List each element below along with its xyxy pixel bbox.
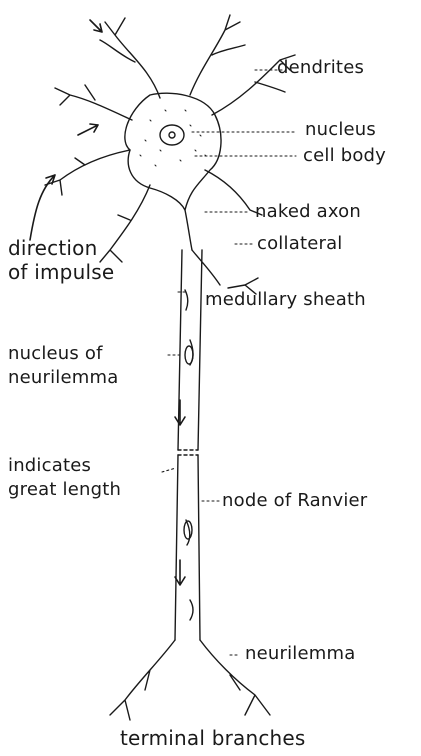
dendrites [45, 15, 295, 262]
label-direction-line1: direction [8, 238, 97, 258]
label-terminal-branches: terminal branches [120, 728, 306, 748]
label-collateral: collateral [257, 234, 343, 254]
label-naked-axon: naked axon [255, 202, 361, 222]
label-neurilemma: neurilemma [245, 644, 355, 664]
label-node-of-ranvier: node of Ranvier [222, 491, 367, 511]
label-cell-body: cell body [303, 146, 386, 166]
label-nucleus-of-line2: neurilemma [8, 368, 118, 388]
cell-body [125, 93, 221, 210]
label-direction-line2: of impulse [8, 262, 114, 282]
label-dendrites: dendrites [277, 58, 364, 78]
label-indicates-line2: great length [8, 480, 121, 500]
label-nucleus-of-line1: nucleus of [8, 344, 103, 364]
impulse-arrows [30, 20, 185, 585]
label-nucleus: nucleus [305, 120, 376, 140]
label-medullary-sheath: medullary sheath [205, 290, 366, 310]
leader-lines [162, 70, 296, 655]
nucleus [160, 125, 184, 145]
label-indicates-line1: indicates [8, 456, 91, 476]
